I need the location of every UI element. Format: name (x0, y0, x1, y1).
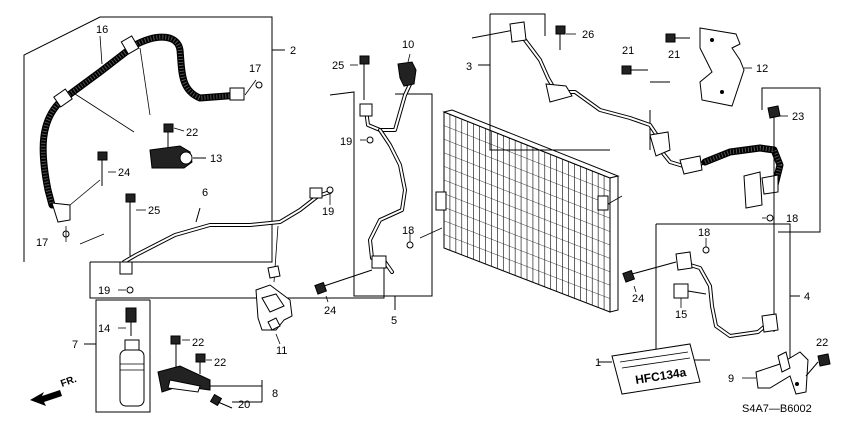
callout-3: 3 (466, 61, 472, 73)
pipe-3-assembly (471, 13, 821, 332)
callout-26: 26 (582, 29, 594, 41)
refrigerant-label-1: HFC134a (598, 343, 701, 395)
callout-16: 16 (96, 24, 108, 36)
callout-24-right: 24 (632, 293, 644, 305)
callout-17-top: 17 (249, 63, 261, 75)
condenser-tube-line (443, 220, 611, 286)
callout-22-right: 22 (816, 337, 828, 349)
diagram-code: S4A7—B6002 (742, 403, 812, 415)
receiver-dryer-assembly (84, 299, 151, 413)
bracket-11 (255, 225, 293, 345)
callout-24-mid: 24 (324, 305, 336, 317)
callout-19-mid: 19 (340, 136, 352, 148)
clamp-13 (149, 123, 206, 169)
condenser-tube-line (443, 193, 611, 259)
callout-23: 23 (792, 111, 804, 123)
callout-12: 12 (756, 63, 768, 75)
callout-10: 10 (402, 39, 414, 51)
callout-24-left: 24 (118, 167, 130, 179)
condenser (419, 109, 623, 313)
callout-19-right: 19 (322, 206, 334, 218)
condenser-tube-line (443, 139, 611, 205)
callout-17-bottom: 17 (36, 237, 48, 249)
callout-14: 14 (98, 323, 110, 335)
bolt-24-left (97, 151, 116, 186)
callout-15: 15 (675, 309, 687, 321)
callout-11: 11 (276, 345, 287, 357)
callout-18-lower: 18 (698, 227, 710, 239)
bracket-8-assembly (157, 335, 263, 409)
condenser-tube-line (443, 179, 611, 246)
condenser-tube-line (443, 152, 611, 219)
callout-6: 6 (202, 187, 208, 199)
callout-21-right: 21 (668, 49, 680, 61)
group-outline-2 (23, 16, 273, 263)
callout-22-dryer-b: 22 (214, 357, 226, 369)
callout-4: 4 (804, 291, 810, 303)
condenser-tube-line (443, 207, 611, 272)
front-direction-arrow: FR. (30, 374, 78, 406)
callout-25-top: 25 (332, 60, 344, 72)
callout-25-left: 25 (148, 205, 160, 217)
callout-21-left: 21 (622, 45, 634, 57)
callout-5: 5 (391, 315, 397, 327)
callout-22-dryer-a: 22 (192, 337, 204, 349)
condenser-tube-line (443, 234, 611, 299)
pipe-5-assembly (314, 53, 433, 310)
callout-20: 20 (238, 399, 250, 411)
callout-8: 8 (272, 388, 278, 400)
callout-22-clamp: 22 (186, 127, 198, 139)
direction-label: FR. (59, 374, 78, 390)
callout-13: 13 (210, 153, 222, 165)
callout-labels: 1 2 3 4 5 6 7 8 9 10 11 12 13 14 15 16 1… (36, 24, 828, 411)
callout-1: 1 (595, 357, 601, 369)
callout-9: 9 (728, 373, 734, 385)
callout-2: 2 (290, 45, 296, 57)
condenser-tube-line (443, 166, 611, 232)
pipe-6-assembly (89, 186, 385, 299)
callout-18-mid: 18 (402, 225, 414, 237)
callout-19-left: 19 (98, 285, 110, 297)
discharge-hose-assembly (23, 16, 285, 263)
callout-18-right: 18 (786, 213, 798, 225)
callout-7: 7 (72, 339, 78, 351)
condenser-tube-line (443, 125, 611, 192)
